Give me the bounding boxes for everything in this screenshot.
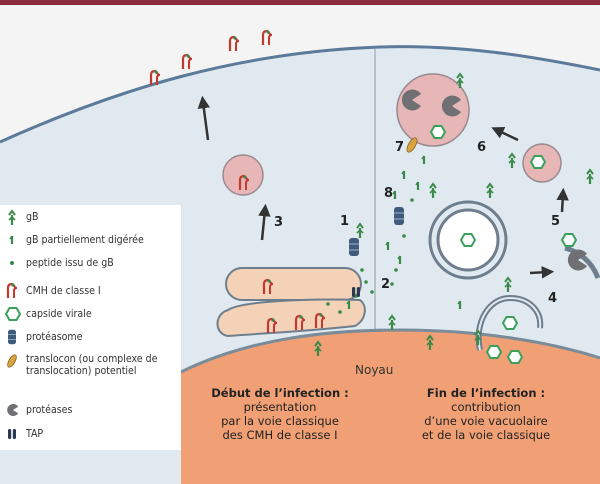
translocon-icon <box>406 137 418 153</box>
legend-item-translocon: translocon (ou complexe de translocation… <box>4 353 176 393</box>
legend-item-gb: gB <box>4 209 38 225</box>
proteasome-icon <box>348 237 360 257</box>
late-infection-text: Fin de l’infection : contribution d’une … <box>386 386 586 442</box>
early-infection-line: par la voie classique <box>221 414 339 428</box>
late-infection-title: Fin de l’infection : <box>426 386 546 400</box>
translocon-icon <box>4 354 26 371</box>
nuclear-envelope <box>180 328 600 374</box>
early-infection-title: Début de l’infection : <box>211 386 349 400</box>
step-number: 5 <box>551 214 560 229</box>
viral-capsid-icon <box>561 233 577 247</box>
step-number: 1 <box>340 214 349 229</box>
proteasome-icon <box>393 206 405 226</box>
tap-icon <box>4 426 26 442</box>
nucleus-label: Noyau <box>355 363 393 377</box>
viral-capsid-icon <box>502 316 518 330</box>
step-number: 6 <box>477 140 486 155</box>
nucleus <box>181 330 600 484</box>
step-number: 7 <box>395 140 404 155</box>
legend-item-tap: TAP <box>4 426 43 442</box>
early-infection-line: présentation <box>243 400 317 414</box>
late-infection-line: et de la voie classique <box>421 428 551 442</box>
step-number: 3 <box>274 215 283 230</box>
legend-item-capsid: capside virale <box>4 306 92 322</box>
legend-item-mhc: CMH de classe I <box>4 283 101 299</box>
step-number: 8 <box>384 186 393 201</box>
legend-item-proteasome: protéasome <box>4 329 82 345</box>
er-compartment-upper <box>225 267 362 301</box>
plasma-membrane <box>0 45 600 144</box>
step-number: 2 <box>381 277 390 292</box>
viral-capsid-icon <box>486 345 502 359</box>
late-infection-line: d’une voie vacuolaire <box>424 414 548 428</box>
proteasome-icon <box>4 329 26 345</box>
gb-partial-icon <box>4 232 26 248</box>
viral-capsid-icon <box>460 233 476 247</box>
legend-item-peptide: peptide issu de gB <box>4 255 114 271</box>
early-infection-text: Début de l’infection : présentation par … <box>180 386 380 442</box>
membrane-fragment <box>564 245 600 279</box>
peptide-icon <box>4 255 26 271</box>
top-band <box>0 0 600 5</box>
mhc-class-1-icon <box>4 283 26 299</box>
gb-icon <box>4 209 26 225</box>
viral-capsid-icon <box>4 306 26 322</box>
late-infection-line: contribution <box>451 400 521 414</box>
legend-item-protease: protéases <box>4 402 72 418</box>
legend: gB gB partiellement digérée peptide issu… <box>0 205 181 450</box>
step-number: 4 <box>548 291 557 306</box>
early-infection-line: des CMH de classe I <box>222 428 338 442</box>
protease-icon <box>4 402 26 418</box>
legend-item-gb-partial: gB partiellement digérée <box>4 232 144 248</box>
er-compartment-lower <box>216 298 366 338</box>
viral-capsid-icon <box>430 125 446 139</box>
pathway-arrows <box>197 95 569 279</box>
viral-capsid-icon <box>507 350 523 364</box>
viral-capsid-icon <box>530 155 546 169</box>
